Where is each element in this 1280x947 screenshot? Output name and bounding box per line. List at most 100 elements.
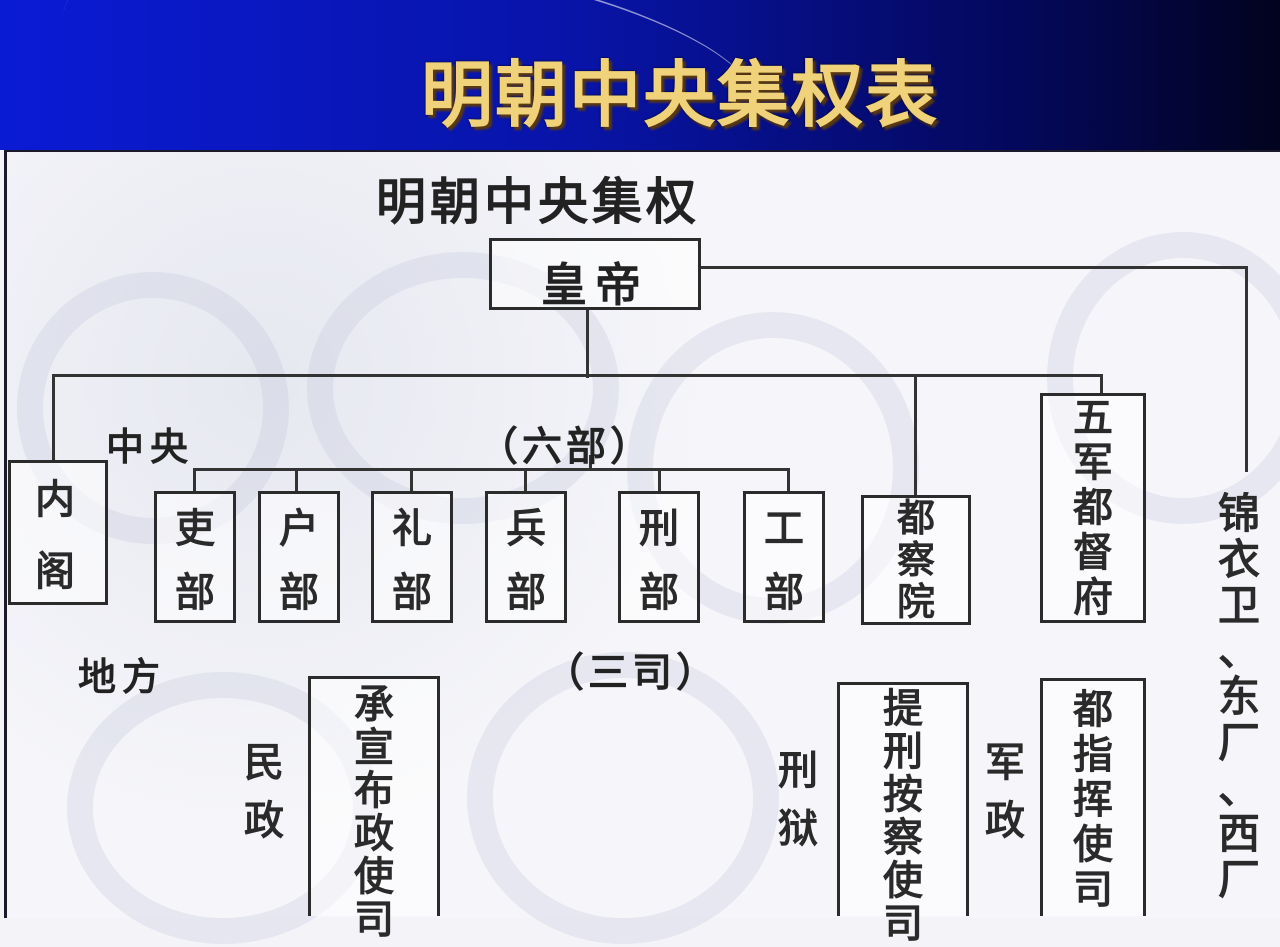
connector-line (295, 468, 298, 492)
cabinet-box: 内 阁 (8, 460, 108, 605)
ministry-label: 刑 部 (621, 496, 697, 618)
judicial-office-char: 司 (883, 900, 923, 947)
ministry-box-personnel: 吏 部 (154, 491, 236, 623)
judicial-char: 刑 (778, 747, 818, 794)
cabinet-char: 阁 (35, 548, 75, 595)
civil-office-label: 承 宣 布 政 使 司 (311, 683, 437, 943)
military-char: 政 (985, 797, 1025, 844)
connector-line (1245, 266, 1248, 472)
judicial-label: 刑 狱 (766, 738, 830, 852)
ministry-char: 刑 (639, 505, 679, 552)
civil-office-char: 政 (354, 810, 394, 857)
civil-office-char: 宣 (354, 724, 394, 771)
civil-char: 政 (244, 797, 284, 844)
connector-line (589, 455, 592, 471)
military-office-char: 使 (1073, 821, 1113, 868)
connector-line (52, 374, 55, 460)
five-armies-label: 五 军 都 督 府 (1043, 396, 1143, 620)
civil-office-box: 承 宣 布 政 使 司 (308, 676, 440, 941)
ministry-char: 吏 (175, 505, 215, 552)
judicial-office-char: 刑 (883, 728, 923, 775)
ministry-label: 礼 部 (374, 496, 450, 618)
secret-police-char: 东 (1218, 672, 1261, 721)
censorate-char: 都 (896, 495, 935, 540)
judicial-office-label: 提 刑 按 察 使 司 (840, 687, 966, 947)
six-ministries-label: （六部） (478, 423, 654, 470)
ministry-char: 部 (392, 569, 432, 616)
censorate-char: 院 (896, 579, 935, 624)
connector-line (52, 374, 1102, 377)
secret-police-char: 厂 (1218, 855, 1261, 902)
five-armies-char: 军 (1073, 439, 1113, 486)
ministry-char: 兵 (506, 505, 546, 552)
ministry-char: 户 (279, 505, 319, 552)
secret-police-char: 、 (1218, 763, 1261, 813)
secret-police-label: 锦 衣 卫 、 东 厂 、 西 厂 (1218, 492, 1280, 902)
cabinet-char: 内 (35, 476, 75, 523)
military-office-char: 司 (1073, 866, 1113, 913)
judicial-office-char: 察 (883, 814, 923, 861)
ministry-char: 礼 (392, 505, 432, 552)
connector-line (787, 468, 790, 492)
civil-char: 民 (244, 739, 284, 786)
slide-title: 明朝中央集权表 (420, 52, 939, 137)
judicial-char: 狱 (778, 805, 818, 852)
connector-line (586, 308, 589, 378)
secret-police-char: 衣 (1218, 534, 1261, 584)
ministry-label: 户 部 (261, 496, 337, 618)
censorate-box: 都 察 院 (861, 495, 971, 625)
censorate-char: 察 (896, 537, 935, 582)
secret-police-char: 、 (1218, 626, 1261, 676)
censorate-label: 都 察 院 (864, 498, 968, 622)
military-office-char: 都 (1073, 686, 1113, 733)
connector-line (193, 468, 790, 471)
secret-police-char: 西 (1218, 809, 1261, 859)
civil-label: 民 政 (234, 730, 294, 844)
civil-office-char: 使 (354, 853, 394, 900)
ministry-char: 部 (764, 569, 804, 616)
ministry-char: 部 (175, 569, 215, 616)
three-offices-label: （三司） (544, 649, 720, 696)
five-armies-box: 五 军 都 督 府 (1040, 393, 1146, 623)
ministry-label: 吏 部 (157, 496, 233, 618)
civil-office-char: 承 (354, 681, 394, 728)
secret-police-char: 锦 (1218, 492, 1261, 538)
judicial-office-box: 提 刑 按 察 使 司 (837, 682, 969, 945)
ministry-label: 工 部 (746, 496, 822, 618)
military-office-box: 都 指 挥 使 司 (1040, 678, 1146, 916)
ministry-label: 兵 部 (488, 496, 564, 618)
judicial-office-char: 使 (883, 857, 923, 904)
judicial-office-char: 提 (883, 685, 923, 732)
connector-line (914, 374, 917, 496)
connector-line (1100, 374, 1103, 394)
ministry-char: 部 (639, 569, 679, 616)
connector-line (410, 468, 413, 492)
military-office-char: 挥 (1073, 776, 1113, 823)
civil-office-char: 布 (354, 767, 394, 814)
emperor-label: 皇帝 (541, 258, 649, 312)
military-office-label: 都 指 挥 使 司 (1043, 687, 1143, 917)
ministry-box-war: 兵 部 (485, 491, 567, 623)
cabinet-label: 内 阁 (15, 467, 95, 597)
five-armies-char: 都 (1073, 484, 1113, 531)
emperor-box: 皇帝 (489, 238, 701, 312)
ministry-box-rites: 礼 部 (371, 491, 453, 623)
civil-office-char: 司 (354, 896, 394, 943)
military-office-char: 指 (1073, 731, 1113, 778)
ministry-box-revenue: 户 部 (258, 491, 340, 623)
title-banner: 明朝中央集权表 (0, 0, 1280, 150)
ministry-box-justice: 刑 部 (618, 491, 700, 623)
connector-line (658, 468, 661, 492)
central-label: 中央 (106, 424, 195, 469)
secret-police-char: 卫 (1218, 580, 1261, 630)
secret-police-char: 厂 (1218, 717, 1261, 767)
ministry-box-works: 工 部 (743, 491, 825, 623)
connector-line (524, 468, 527, 492)
diagram-title: 明朝中央集权 (376, 172, 700, 231)
judicial-office-char: 按 (883, 771, 923, 818)
local-label: 地方 (78, 654, 167, 699)
military-char: 军 (985, 739, 1025, 786)
ministry-char: 部 (506, 569, 546, 616)
connector-line (193, 468, 196, 492)
military-label: 军 政 (974, 730, 1036, 844)
